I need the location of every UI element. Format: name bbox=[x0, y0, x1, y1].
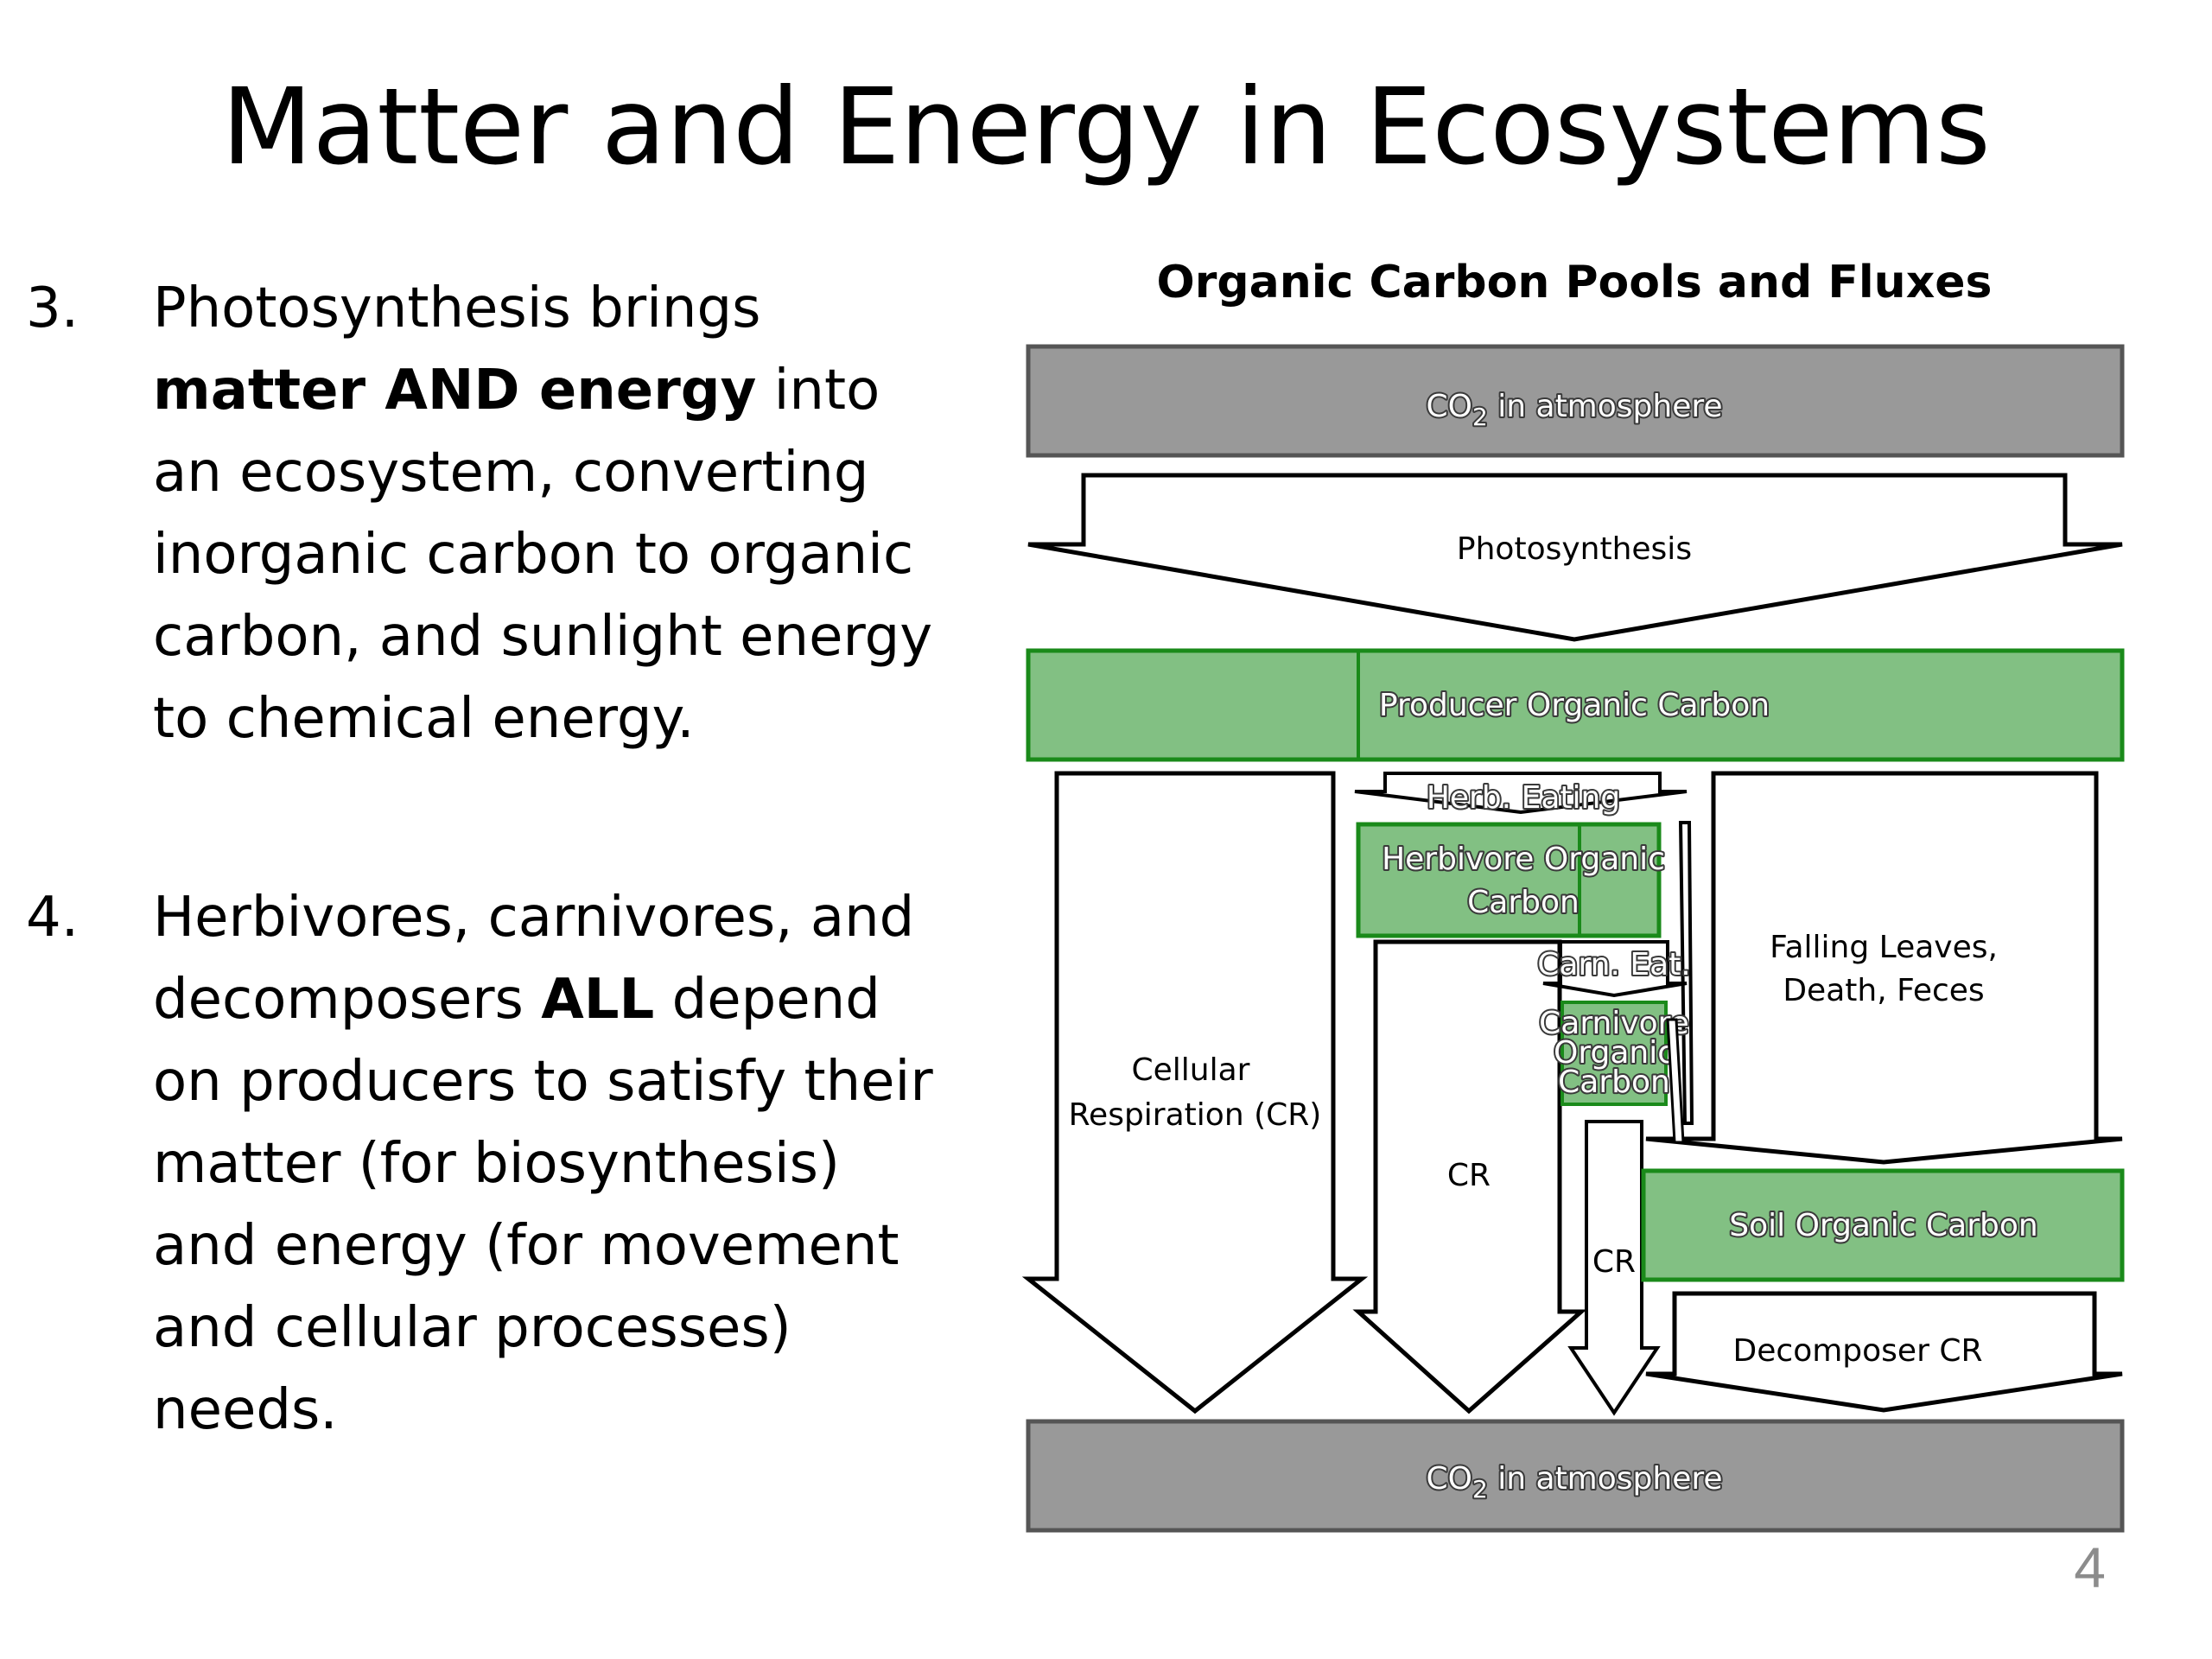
text-segment: depend on producers to satisfy their mat… bbox=[153, 968, 933, 1442]
photosynthesis-label: Photosynthesis bbox=[1457, 531, 1692, 567]
cellular-respiration-label-1: Cellular bbox=[1132, 1052, 1250, 1088]
carnivore-label-3: Carbon bbox=[1558, 1065, 1670, 1100]
co2-atmosphere-bottom-pool bbox=[1026, 1419, 2125, 1533]
herbivore-organic-carbon-pool bbox=[1356, 822, 1662, 938]
list-text: Photosynthesis brings matter AND energy … bbox=[153, 268, 957, 760]
cellular-respiration-arrow bbox=[1021, 771, 1369, 1414]
decomposer-cr-label: Decomposer CR bbox=[1733, 1333, 1983, 1369]
slide-title: Matter and Energy in Ecosystems bbox=[221, 66, 1991, 188]
carnivore-label-1: Carnivore bbox=[1539, 1006, 1689, 1041]
producer-label: Producer Organic Carbon bbox=[1379, 688, 1770, 723]
carnivore-label-2: Organic bbox=[1554, 1035, 1675, 1071]
text-segment: Photosynthesis brings bbox=[153, 276, 761, 340]
text-segment: into an ecosystem, converting inorganic … bbox=[153, 359, 933, 751]
carn-eat-label: Carn. Eat. bbox=[1537, 947, 1690, 982]
soil-organic-carbon-pool bbox=[1641, 1168, 2125, 1282]
herbivore-cr-label: CR bbox=[1447, 1158, 1491, 1193]
falling-leaves-label-2: Death, Feces bbox=[1783, 973, 1984, 1008]
cellular-respiration-label-2: Respiration (CR) bbox=[1069, 1097, 1322, 1133]
list-number: 3. bbox=[26, 276, 79, 340]
decomposer-cr-arrow bbox=[1645, 1291, 2123, 1413]
herb-eating-arrow bbox=[1354, 772, 1688, 815]
falling-leaves-arrow bbox=[1645, 771, 2123, 1165]
producer-organic-carbon-pool bbox=[1026, 648, 2125, 762]
diagram-title: Organic Carbon Pools and Fluxes bbox=[1157, 257, 1993, 308]
herbivore-cr-arrow bbox=[1352, 939, 1587, 1414]
herbivore-leak-arrow bbox=[1678, 821, 1694, 1125]
text-segment: Herbivores, carnivores, and decomposers bbox=[153, 886, 915, 1032]
page-number: 4 bbox=[2074, 1535, 2106, 1599]
carnivore-cr-label: CR bbox=[1592, 1244, 1636, 1280]
herbivore-label-1: Herbivore Organic bbox=[1382, 842, 1665, 877]
falling-leaves-label-1: Falling Leaves, bbox=[1770, 930, 1998, 965]
text-segment-bold: ALL bbox=[541, 968, 655, 1032]
photosynthesis-arrow bbox=[1027, 473, 2123, 642]
carn-eat-arrow bbox=[1542, 940, 1688, 998]
co2-bottom-label: CO2 in atmosphere bbox=[1426, 1461, 1722, 1503]
carnivore-cr-arrow bbox=[1567, 1120, 1661, 1416]
herb-eating-label: Herb. Eating bbox=[1427, 780, 1620, 816]
co2-atmosphere-top-pool bbox=[1026, 344, 2125, 458]
text-segment-bold: matter AND energy bbox=[153, 359, 757, 423]
herbivore-label-2: Carbon bbox=[1467, 885, 1580, 920]
list-text: Herbivores, carnivores, and decomposers … bbox=[153, 877, 957, 1452]
co2-top-label: CO2 in atmosphere bbox=[1426, 389, 1722, 431]
carnivore-leak-arrow bbox=[1666, 1018, 1685, 1144]
list-number: 4. bbox=[26, 886, 79, 950]
carnivore-organic-carbon-pool bbox=[1560, 1001, 1668, 1106]
soil-label: Soil Organic Carbon bbox=[1729, 1208, 2038, 1243]
